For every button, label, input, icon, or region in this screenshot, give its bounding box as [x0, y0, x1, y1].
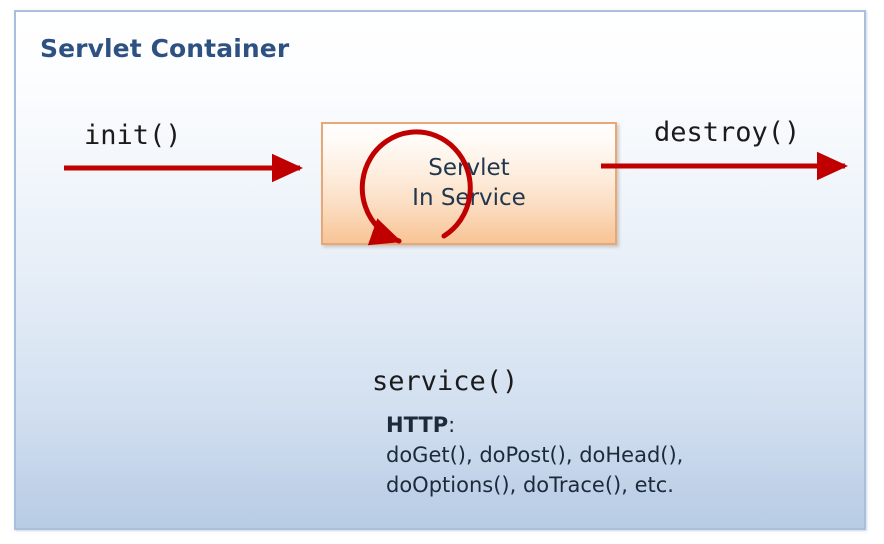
destroy-label: destroy()	[654, 117, 801, 148]
servlet-in-service-box: Servlet In Service	[321, 122, 617, 245]
servlet-box-line-1: Servlet	[428, 154, 510, 181]
service-label: service()	[372, 366, 519, 397]
http-note-line-1: doGet(), doPost(), doHead(),	[386, 443, 684, 468]
page-title: Servlet Container	[40, 34, 290, 63]
http-note-line-2: doOptions(), doTrace(), etc.	[386, 473, 674, 498]
http-keyword: HTTP	[386, 413, 449, 437]
http-colon: :	[448, 413, 456, 437]
servlet-container-panel: Servlet Container Servlet In Service ini…	[14, 10, 866, 530]
http-methods-note: HTTP: doGet(), doPost(), doHead(), doOpt…	[386, 410, 683, 500]
servlet-box-line-2: In Service	[412, 184, 526, 211]
http-note-heading: HTTP:	[386, 410, 683, 440]
init-label: init()	[84, 120, 182, 151]
